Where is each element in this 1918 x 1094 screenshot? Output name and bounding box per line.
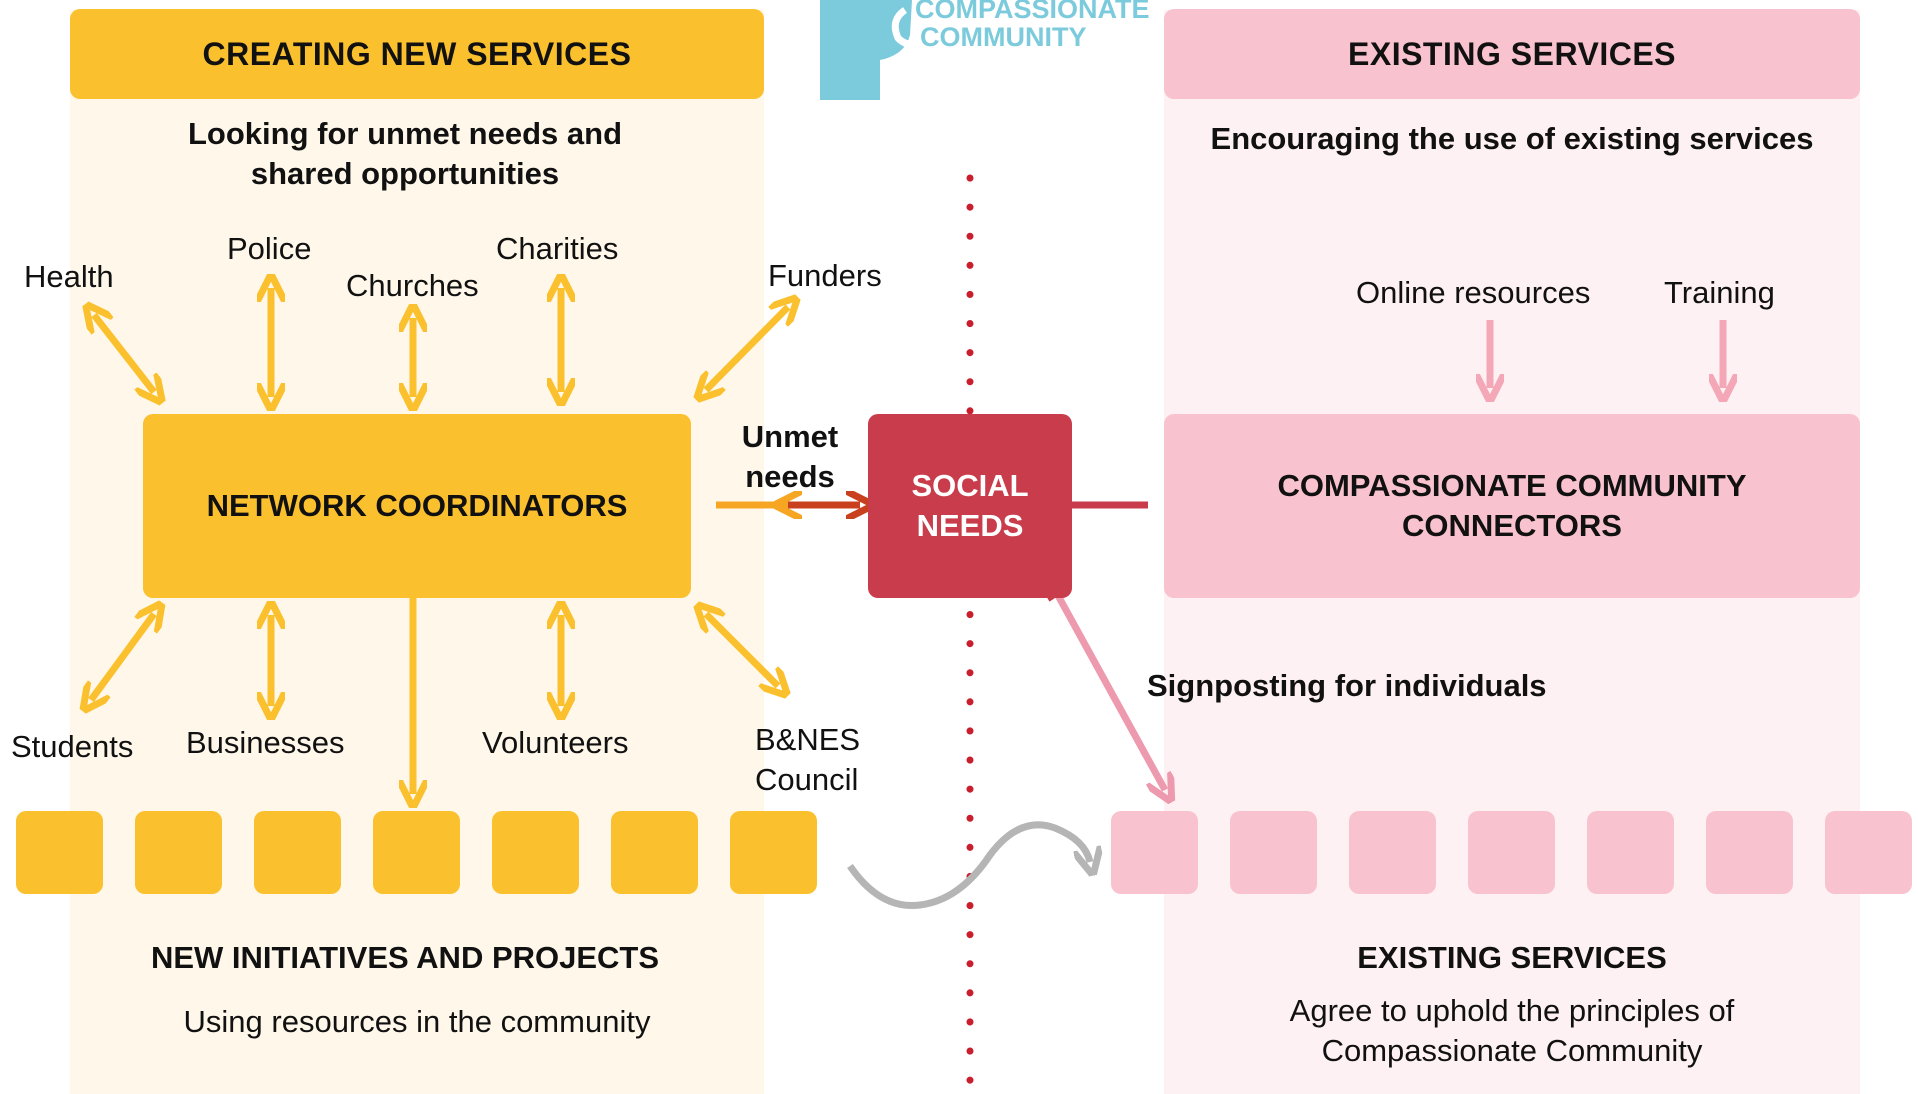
service-square — [1111, 811, 1198, 894]
initiative-square — [492, 811, 579, 894]
right-footer-line2: Compassionate Community — [1321, 1033, 1703, 1068]
label-council-line1: B&NES — [755, 722, 861, 757]
connectors-line1: COMPASSIONATE COMMUNITY — [1277, 468, 1747, 503]
left-subtitle: Looking for unmet needs and shared oppor… — [110, 114, 700, 194]
community-connectors-box: COMPASSIONATE COMMUNITY CONNECTORS — [1164, 414, 1860, 598]
logo-text-line1: COMPASSIONATE — [915, 0, 1150, 24]
label-police: Police — [227, 231, 312, 266]
service-square — [1825, 811, 1912, 894]
right-footer-text: Agree to uphold the principles of Compas… — [1164, 991, 1860, 1071]
label-signposting: Signposting for individuals — [1147, 668, 1547, 703]
label-online-resources: Online resources — [1356, 275, 1591, 310]
left-footer-text: Using resources in the community — [183, 1004, 651, 1039]
social-needs-line1: SOCIAL — [911, 468, 1029, 503]
label-council-line2: Council — [755, 762, 859, 797]
left-subtitle-line2: shared opportunities — [250, 156, 560, 191]
initiative-square — [135, 811, 222, 894]
social-needs-line2: NEEDS — [916, 508, 1024, 543]
service-square — [1706, 811, 1793, 894]
unmet-needs-line2: needs — [745, 459, 835, 494]
label-training: Training — [1664, 275, 1775, 310]
unmet-needs-label: Unmet needs — [720, 417, 860, 497]
right-header: EXISTING SERVICES — [1164, 9, 1860, 99]
service-square — [1349, 811, 1436, 894]
right-footer-title: EXISTING SERVICES — [1357, 940, 1667, 975]
label-businesses: Businesses — [186, 725, 345, 760]
left-header: CREATING NEW SERVICES — [70, 9, 764, 99]
right-subtitle: Encouraging the use of existing services — [1210, 121, 1814, 156]
service-square — [1468, 811, 1555, 894]
initiative-square — [254, 811, 341, 894]
label-charities: Charities — [496, 231, 619, 266]
social-needs-box: SOCIAL NEEDS — [868, 414, 1072, 598]
initiative-square — [373, 811, 460, 894]
label-volunteers: Volunteers — [482, 725, 629, 760]
connectors-line2: CONNECTORS — [1402, 508, 1622, 543]
label-funders: Funders — [768, 258, 882, 293]
initiative-square — [611, 811, 698, 894]
logo-text-line2: COMMUNITY — [920, 22, 1087, 52]
label-students: Students — [11, 729, 134, 764]
right-footer-line1: Agree to uphold the principles of — [1289, 993, 1735, 1028]
initiative-square — [730, 811, 817, 894]
label-churches: Churches — [346, 268, 479, 303]
left-footer-title: NEW INITIATIVES AND PROJECTS — [150, 940, 660, 975]
label-council: B&NES Council — [755, 720, 860, 800]
label-health: Health — [24, 259, 114, 294]
arrow-wave — [847, 821, 1090, 910]
service-square — [1230, 811, 1317, 894]
left-subtitle-line1: Looking for unmet needs and — [187, 116, 622, 151]
unmet-needs-line1: Unmet — [741, 419, 839, 454]
network-coordinators-box: NETWORK COORDINATORS — [143, 414, 691, 598]
initiative-square — [16, 811, 103, 894]
service-square — [1587, 811, 1674, 894]
